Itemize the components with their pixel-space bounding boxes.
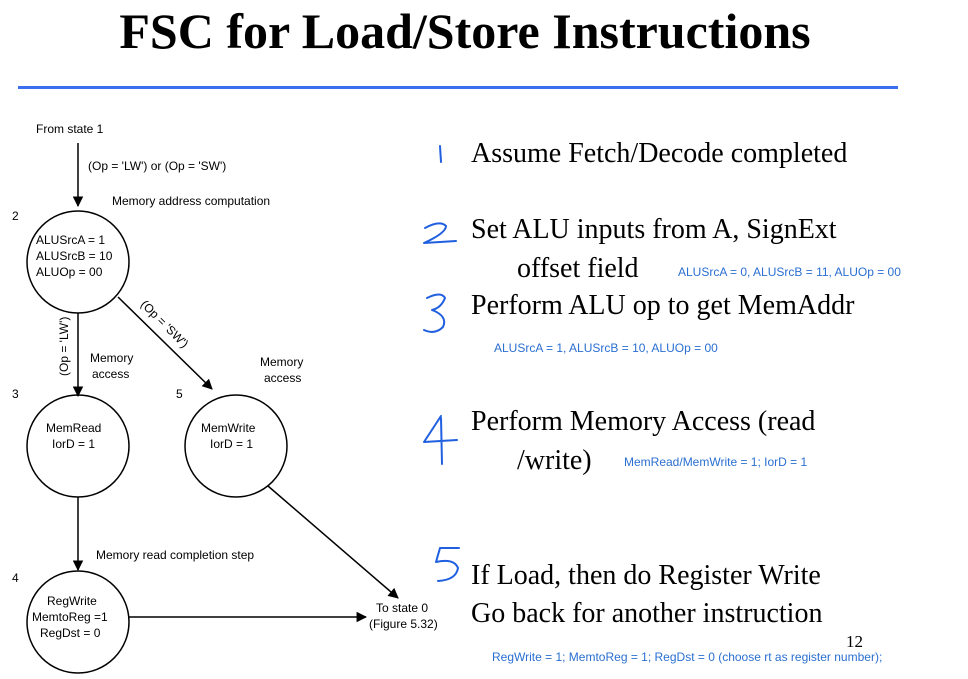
state3-line2: IorD = 1: [52, 437, 95, 451]
state4-line3: RegDst = 0: [40, 626, 101, 640]
state4-line1: RegWrite: [47, 594, 97, 608]
state5-number: 5: [176, 387, 183, 401]
title-underline: [18, 86, 898, 89]
state2-line2: ALUSrcB = 10: [36, 249, 113, 263]
note-step-4: MemRead/MemWrite = 1; IorD = 1: [624, 455, 808, 469]
address-computation-label: Memory address computation: [112, 194, 270, 208]
note-step-2: ALUSrcA = 0, ALUSrcB = 11, ALUOp = 00: [678, 265, 901, 279]
bullet-3: Perform ALU op to get MemAddr: [471, 290, 855, 321]
slide-title: FSC for Load/Store Instructions: [119, 3, 811, 59]
bullet-5-line1: If Load, then do Register Write: [471, 560, 821, 591]
bullet-1: Assume Fetch/Decode completed: [471, 138, 848, 169]
memory-access-left-line2: access: [92, 367, 129, 381]
page-number: 12: [846, 632, 863, 651]
state5-line2: IorD = 1: [210, 437, 253, 451]
from-state-label: From state 1: [36, 122, 104, 136]
handwritten-number-4: [423, 415, 458, 465]
state2-number: 2: [12, 209, 19, 223]
op-condition-label: (Op = 'LW') or (Op = 'SW'): [88, 159, 226, 173]
state4-number: 4: [12, 571, 19, 585]
to-state0-line2: (Figure 5.32): [369, 617, 438, 631]
state4-line2: MemtoReg =1: [32, 610, 108, 624]
bullet-4-line1: Perform Memory Access (read: [471, 406, 816, 437]
handwritten-number-5: [435, 547, 460, 582]
bullet-2-line1: Set ALU inputs from A, SignExt: [471, 214, 837, 245]
sw-transition-arrow: [117, 296, 213, 390]
state3-line1: MemRead: [46, 421, 101, 435]
state2-line3: ALUOp = 00: [36, 265, 103, 279]
memory-access-right-line1: Memory: [260, 355, 303, 369]
state5-line1: MemWrite: [201, 421, 256, 435]
note-step-3: ALUSrcA = 1, ALUSrcB = 10, ALUOp = 00: [494, 341, 718, 355]
memory-access-left-line1: Memory: [90, 351, 133, 365]
note-step-5: RegWrite = 1; MemtoReg = 1; RegDst = 0 (…: [492, 650, 883, 664]
memory-access-right-line2: access: [264, 371, 301, 385]
state5-circle: [184, 394, 288, 498]
to-state0-line1: To state 0: [376, 601, 428, 615]
state4-circle: [26, 570, 130, 674]
bullet-2-line2: offset field: [517, 253, 639, 284]
state3-number: 3: [12, 387, 19, 401]
lw-condition-label: (Op = 'LW'): [57, 317, 71, 376]
bullet-5-line2: Go back for another instruction: [471, 598, 823, 629]
handwritten-number-3: [423, 293, 446, 333]
handwritten-number-2: [423, 222, 457, 244]
handwritten-number-1: [439, 145, 442, 163]
read-completion-label: Memory read completion step: [96, 548, 254, 562]
state2-line1: ALUSrcA = 1: [36, 233, 105, 247]
bullet-4-line2: /write): [517, 445, 592, 476]
memwrite-to-state0-arrow: [267, 485, 399, 599]
